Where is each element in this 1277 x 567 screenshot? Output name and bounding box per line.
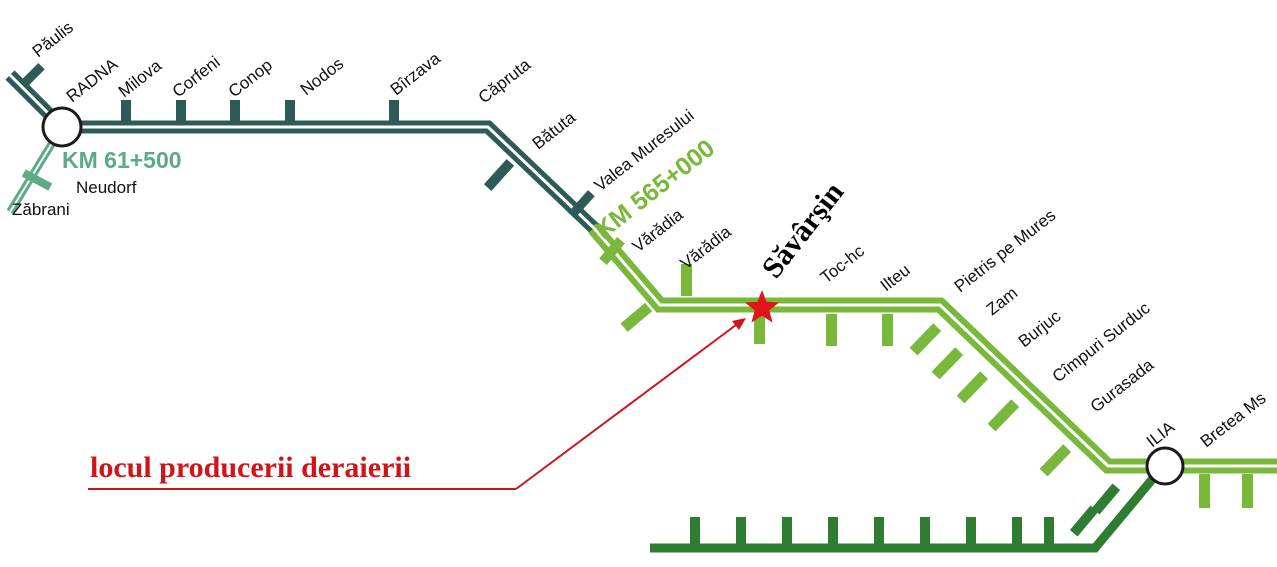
station-label-birzava: Bîrzava [387, 48, 445, 99]
station-label-batuta: Bătuta [529, 108, 580, 154]
ilia-junction-icon [1145, 446, 1185, 486]
station-label-pietris: Pietris pe Mures [951, 206, 1059, 297]
station-label-nodos: Nodos [297, 54, 347, 99]
tick-batuta [483, 159, 515, 191]
station-label-zabrani: Zăbrani [12, 200, 70, 219]
dark-line [5, 62, 601, 235]
tick-savarsin [754, 314, 765, 344]
tick-varadia-2 [620, 302, 653, 332]
tick-gurasada [1039, 444, 1072, 477]
tick-valea [567, 190, 595, 219]
station-label-gurasada: Gurasada [1087, 355, 1158, 416]
station-label-milova: Milova [115, 56, 166, 102]
station-label-zam: Zam [983, 283, 1021, 319]
tick-conop [230, 100, 240, 124]
station-label-burjuc: Burjuc [1015, 306, 1065, 351]
derailment-caption: locul producerii deraierii [90, 451, 411, 484]
station-label-corfeni: Corfeni [169, 52, 224, 101]
station-label-varadia-2: Vărădia [677, 222, 735, 273]
station-label-neudorf: Neudorf [76, 178, 137, 197]
tick-varadia-3 [681, 264, 692, 296]
km-label-branch: KM 61+500 [62, 147, 182, 173]
station-label-bretea: Bretea Ms [1197, 388, 1270, 451]
tick-bretea-1 [1199, 474, 1210, 508]
tick-birzava [389, 100, 399, 124]
caption-pointer [88, 318, 746, 490]
tick-pietris [909, 323, 942, 356]
tick-burjuc [956, 371, 989, 404]
lower-line [650, 467, 1164, 553]
tick-corfeni [176, 100, 186, 124]
tick-milova [121, 100, 131, 124]
tick-toc [826, 314, 837, 346]
tick-varadia-1 [599, 237, 625, 265]
tick-zam [931, 347, 964, 380]
station-label-conop: Conop [225, 55, 276, 101]
tick-bretea-2 [1242, 474, 1253, 508]
derailment-star-icon [744, 290, 780, 323]
station-label-ilteu: Ilteu [877, 260, 914, 295]
station-label-toc-hc: Toc-hc [817, 241, 869, 287]
tick-cimpuri [987, 399, 1020, 432]
station-label-paulis: Păulis [29, 18, 77, 61]
radna-junction-icon [41, 106, 83, 148]
tick-ilteu [882, 314, 893, 346]
station-label-ilia: ILIA [1143, 417, 1179, 451]
station-label-capruta: Căpruta [475, 55, 535, 108]
station-label-radna: RADNA [63, 54, 122, 106]
tick-nodos [285, 100, 295, 124]
